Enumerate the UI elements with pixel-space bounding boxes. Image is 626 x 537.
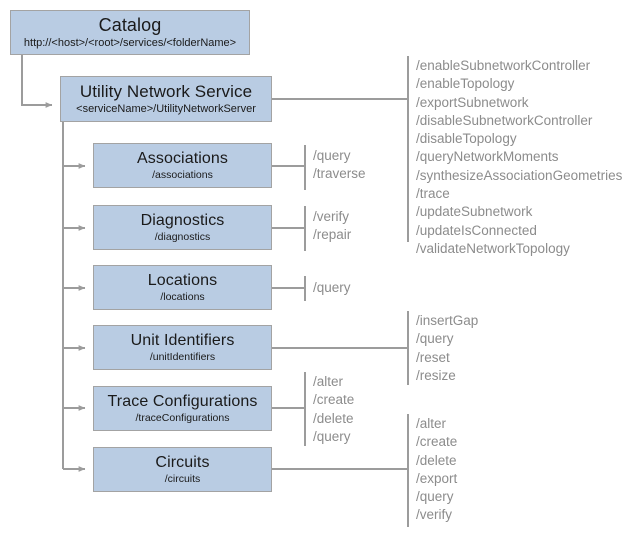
- operation-item[interactable]: /resize: [416, 367, 456, 383]
- node-locations[interactable]: Locations /locations: [93, 265, 272, 310]
- node-trace-configurations[interactable]: Trace Configurations /traceConfiguration…: [93, 386, 272, 431]
- operation-item[interactable]: /queryNetworkMoments: [416, 149, 559, 165]
- operation-item[interactable]: /verify: [416, 507, 453, 523]
- operation-item[interactable]: /updateSubnetwork: [416, 204, 533, 220]
- operation-item[interactable]: /alter: [416, 416, 447, 431]
- operation-item[interactable]: /enableTopology: [416, 76, 515, 92]
- operation-item[interactable]: /reset: [416, 349, 450, 365]
- node-circuits[interactable]: Circuits /circuits: [93, 447, 272, 492]
- operation-item[interactable]: /query: [313, 428, 351, 444]
- node-diagnostics-path: /diagnostics: [154, 231, 211, 243]
- node-trace-configurations-title: Trace Configurations: [107, 393, 258, 410]
- node-unit-identifiers-path: /unitIdentifiers: [149, 351, 216, 363]
- node-service-path: <serviceName>/UtilityNetworkServer: [76, 103, 256, 115]
- node-catalog-path: http://<host>/<root>/services/<folderNam…: [23, 37, 237, 49]
- operation-item[interactable]: /traverse: [313, 166, 366, 182]
- node-service-title: Utility Network Service: [79, 82, 253, 101]
- operation-item[interactable]: /query: [313, 280, 351, 295]
- operation-item[interactable]: /export: [416, 470, 458, 486]
- node-unit-identifiers-title: Unit Identifiers: [130, 332, 235, 349]
- operations-unit-identifiers: /insertGap/query/reset/resize: [416, 312, 478, 385]
- operation-item[interactable]: /disableSubnetworkController: [416, 112, 593, 128]
- operation-item[interactable]: /delete: [313, 410, 354, 426]
- operation-item[interactable]: /trace: [416, 186, 450, 202]
- operations-trace-configurations: /alter/create/delete/query: [313, 373, 354, 446]
- operations-circuits: /alter/create/delete/export/query/verify: [416, 415, 457, 525]
- operation-item[interactable]: /updateIsConnected: [416, 222, 537, 238]
- node-circuits-path: /circuits: [164, 473, 201, 485]
- node-utility-network-service[interactable]: Utility Network Service <serviceName>/Ut…: [60, 76, 272, 122]
- node-trace-configurations-path: /traceConfigurations: [135, 412, 230, 424]
- edge-catalog-to-service: [20, 54, 53, 108]
- operation-item[interactable]: /repair: [313, 227, 352, 243]
- operation-item[interactable]: /query: [416, 489, 454, 505]
- operations-associations: /query/traverse: [313, 147, 366, 184]
- operation-item[interactable]: /create: [416, 434, 458, 450]
- operation-item[interactable]: /synthesizeAssociationGeometries: [416, 167, 623, 183]
- operations-utility-network-service: /enableSubnetworkController/enableTopolo…: [416, 57, 622, 258]
- node-associations-path: /associations: [152, 169, 213, 181]
- node-unit-identifiers[interactable]: Unit Identifiers /unitIdentifiers: [93, 325, 272, 370]
- operation-item[interactable]: /enableSubnetworkController: [416, 58, 591, 73]
- operation-item[interactable]: /insertGap: [416, 313, 479, 328]
- node-locations-path: /locations: [160, 291, 205, 303]
- operation-item[interactable]: /alter: [313, 374, 344, 389]
- node-associations-title: Associations: [136, 150, 229, 167]
- node-catalog[interactable]: Catalog http://<host>/<root>/services/<f…: [10, 10, 250, 55]
- operation-item[interactable]: /query: [313, 148, 351, 163]
- node-catalog-title: Catalog: [98, 15, 162, 35]
- node-locations-title: Locations: [147, 272, 218, 289]
- operations-locations: /query: [313, 279, 351, 297]
- operation-item[interactable]: /disableTopology: [416, 131, 517, 147]
- operations-diagnostics: /verify/repair: [313, 208, 351, 245]
- node-diagnostics-title: Diagnostics: [140, 212, 225, 229]
- node-associations[interactable]: Associations /associations: [93, 143, 272, 188]
- node-circuits-title: Circuits: [155, 454, 210, 471]
- operation-item[interactable]: /query: [416, 331, 454, 347]
- operation-item[interactable]: /validateNetworkTopology: [416, 240, 570, 256]
- operation-item[interactable]: /create: [313, 392, 355, 408]
- operation-item[interactable]: /exportSubnetwork: [416, 94, 529, 110]
- operation-item[interactable]: /verify: [313, 209, 350, 224]
- node-diagnostics[interactable]: Diagnostics /diagnostics: [93, 205, 272, 250]
- operation-item[interactable]: /delete: [416, 452, 457, 468]
